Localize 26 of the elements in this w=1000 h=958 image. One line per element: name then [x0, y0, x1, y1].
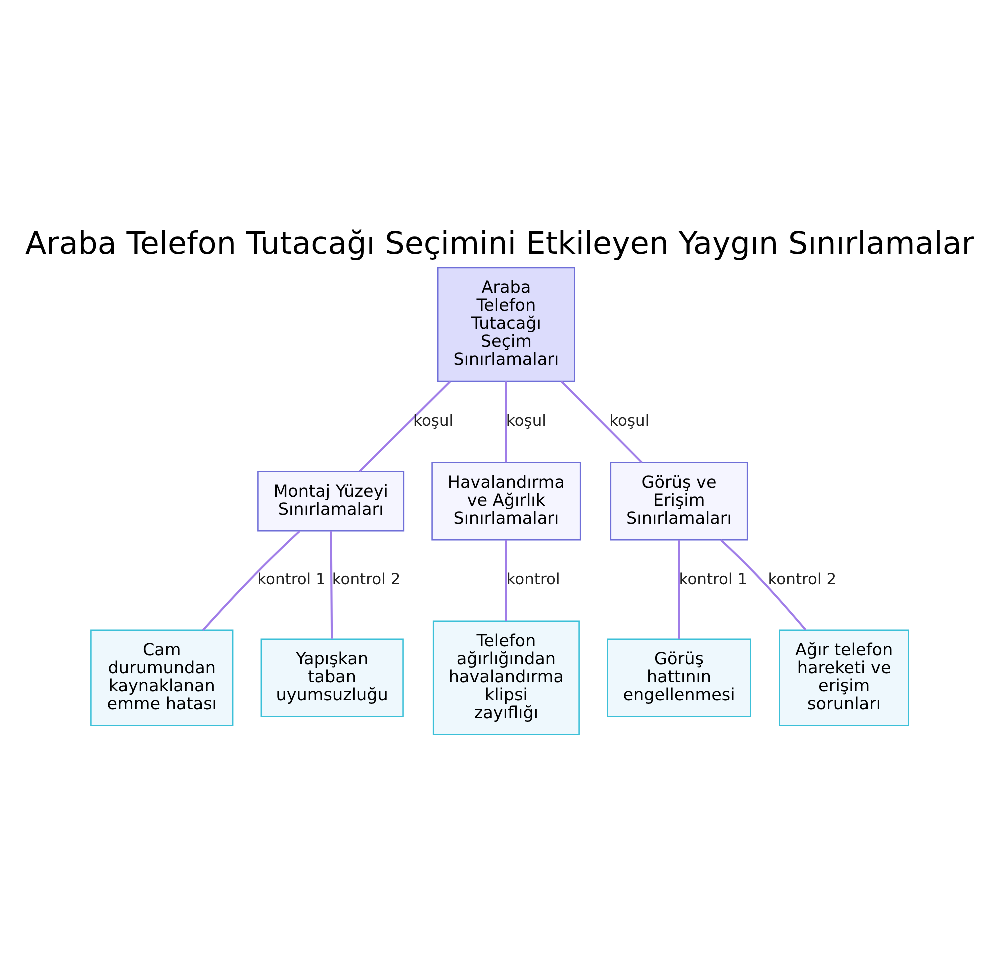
edge-label: koşul: [506, 412, 546, 430]
edge-label: koşul: [414, 412, 454, 430]
node-box: Havalandırma ve Ağırlık Sınırlamaları: [432, 462, 582, 540]
connector: [505, 381, 508, 462]
edge-label: koşul: [610, 412, 650, 430]
connector: [359, 380, 452, 472]
edge-label: kontrol 2: [332, 570, 401, 588]
diagram-title: Araba Telefon Tutacağı Seçimini Etkileyen Yaygın Sınırlamalar: [25, 226, 975, 262]
node-box: Görüş ve Erişim Sınırlamaları: [610, 462, 748, 540]
edge-label: kontrol 2: [768, 570, 837, 588]
connector: [560, 380, 643, 463]
node-box: Ağır telefon hareketi ve erişim sorunları: [779, 629, 910, 726]
node-box: Yapışkan taban uyumsuzluğu: [260, 638, 404, 717]
edge-label: kontrol 1: [258, 570, 326, 588]
edge-label: kontrol: [506, 570, 560, 588]
edge-label: kontrol 1: [679, 570, 748, 588]
connector: [202, 530, 301, 631]
node-box: Görüş hattının engellenmesi: [607, 638, 752, 717]
connector: [720, 538, 807, 630]
node-box: Telefon ağırlığından havalandırma klipsi zayıflığı: [432, 620, 580, 735]
connector: [678, 540, 680, 639]
node-box: Cam durumundan kaynaklanan emme hatası: [90, 629, 234, 726]
node-box: Araba Telefon Tutacağı Seçim Sınırlamaları: [437, 266, 576, 382]
node-box: Montaj Yüzeyi Sınırlamaları: [258, 470, 405, 532]
connector: [330, 530, 334, 638]
connector: [505, 540, 508, 621]
